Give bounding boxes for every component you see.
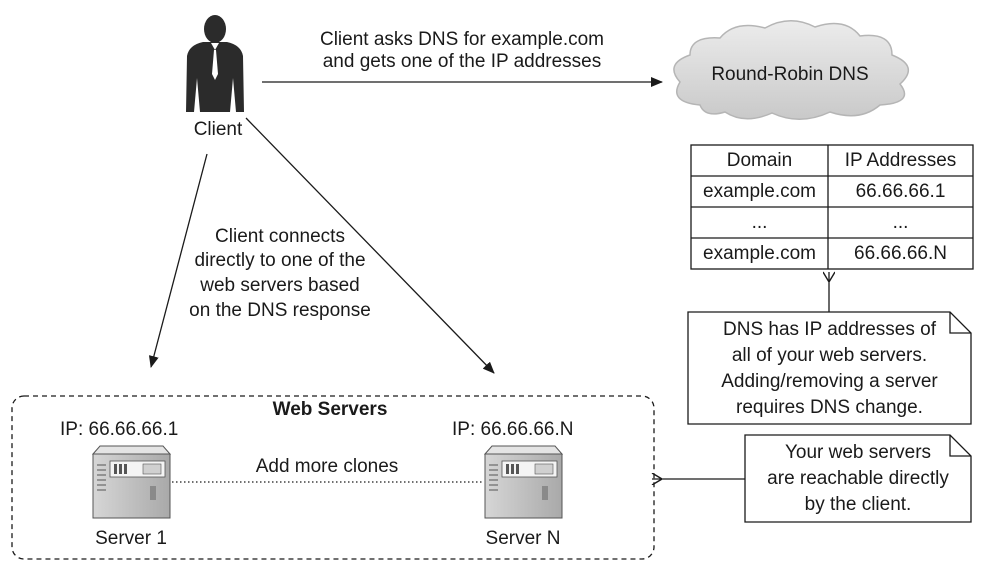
server-n-label: Server N [485,528,561,549]
clone-label: Add more clones [255,456,399,477]
client-connect-line: web servers based [200,275,360,296]
client-to-serverN-arrow [245,117,495,374]
client-connect-line: directly to one of the [194,250,366,271]
table-cell-ip: ... [892,212,909,233]
dns-cloud-icon [673,20,909,120]
table-header-domain: Domain [726,150,793,171]
client-request-line1: Client asks DNS for example.com [319,29,605,50]
server-1-ip: IP: 66.66.66.1 [60,419,179,440]
client-label: Client [193,119,243,140]
client-connect-line: Client connects [215,226,345,247]
web-servers-title: Web Servers [272,399,388,420]
servers-note-fold [949,435,971,457]
server-1-icon [91,445,172,519]
table-cell-domain: example.com [703,181,816,202]
table-cell-domain: ... [751,212,768,233]
dns-note-line: all of your web servers. [731,345,928,366]
table-header-ip: IP Addresses [844,150,957,171]
dns-note-line: Adding/removing a server [721,371,938,392]
servers-note-line: Your web servers [784,442,932,463]
client-request-line2: and gets one of the IP addresses [322,51,602,72]
servers-note-line: by the client. [804,494,912,515]
dns-cloud-label: Round-Robin DNS [711,64,869,85]
server-1-label: Server 1 [95,528,167,549]
server-n-ip: IP: 66.66.66.N [452,419,574,440]
client-to-server1-arrow [148,153,208,368]
dns-table-grid [690,144,974,270]
server-n-icon [483,445,564,519]
servers-note-box [744,434,972,523]
table-cell-ip: 66.66.66.N [854,243,947,264]
dns-table: Domain IP Addresses example.com 66.66.66… [691,145,973,269]
client-person-icon [186,15,244,112]
dns-note-line: requires DNS change. [736,397,923,418]
dns-note-box [687,311,972,425]
dns-note-line: DNS has IP addresses of [723,319,936,340]
dns-note-fold [949,312,971,334]
table-cell-domain: example.com [703,243,816,264]
servers-note-line: are reachable directly [767,468,949,489]
table-cell-ip: 66.66.66.1 [855,181,946,202]
client-connect-line: on the DNS response [189,300,371,321]
